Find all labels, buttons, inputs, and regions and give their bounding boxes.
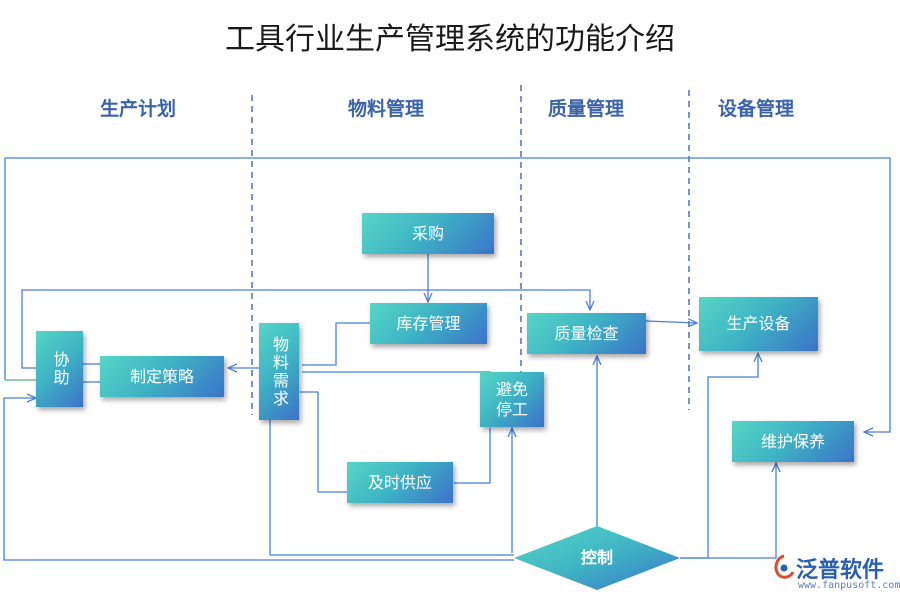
brand-logo: 泛普软件 www.fanpusoft.com [772, 552, 900, 596]
node-xiezhu: 协助 [36, 331, 83, 407]
node-zhiliang: 质量检查 [527, 313, 646, 354]
fanpu-logo-icon [774, 554, 795, 579]
node-caigou: 采购 [362, 213, 494, 254]
node-bimian: 避免停工 [480, 372, 544, 427]
connectors [3, 157, 891, 561]
node-weihu: 维护保养 [732, 421, 854, 462]
node-gongying: 及时供应 [347, 462, 453, 503]
logo-name: 泛普软件 [796, 558, 885, 583]
column-material: 物料管理 [348, 98, 425, 120]
column-equipment: 设备管理 [718, 98, 795, 120]
node-shebei: 生产设备 [699, 297, 818, 351]
control-diamond [514, 526, 680, 590]
column-quality: 质量管理 [548, 98, 625, 120]
node-celue: 制定策略 [100, 356, 224, 397]
node-wuliao: 物料需求 [259, 323, 299, 420]
column-dividers [251, 85, 690, 415]
diagram-title: 工具行业生产管理系统的功能介绍 [225, 22, 675, 57]
node-kongzhi-label: 控制 [580, 548, 613, 567]
node-kucun: 库存管理 [370, 303, 487, 344]
logo-url: www.fanpusoft.com [798, 580, 900, 591]
column-production-plan: 生产计划 [100, 98, 177, 120]
